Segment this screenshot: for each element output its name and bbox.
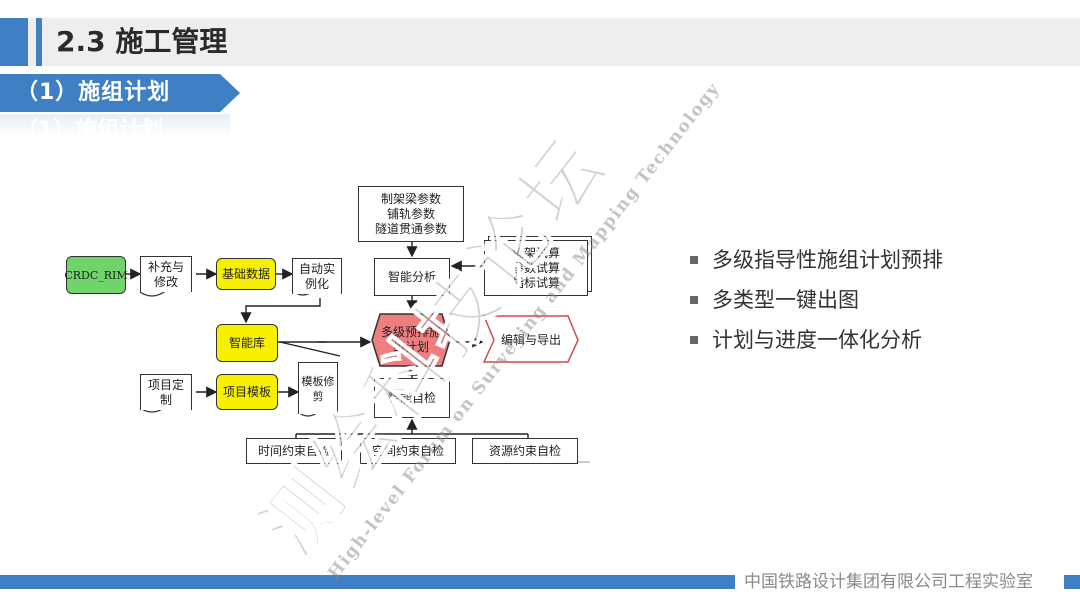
feature-item-text: 计划与进度一体化分析 [712,328,922,352]
smart-selfcheck-node: 智能自检 [374,378,450,418]
parameters-line1: 制架梁参数 [380,191,441,206]
supplement-modify-line1: 补充与 [147,259,184,274]
feature-item: 多级指导性施组计划预排 [690,244,943,284]
section-title-reflection-text: （1）施组计划 [16,118,164,137]
parameters-line3: 隧道贯通参数 [374,221,447,236]
trial-calc-node: 铺架试算 参数试算 指标试算 [484,240,588,296]
template-trim-line1: 模板修 [301,374,335,388]
parameters-node: 制架梁参数 铺轨参数 隧道贯通参数 [358,186,464,242]
base-data-node: 基础数据 [216,258,276,290]
section-title-reflection: （1）施组计划 [0,114,230,136]
trial-calc-line1: 铺架试算 [511,245,560,260]
footer-bar [0,575,735,589]
project-custom-line1: 项目定 [147,377,184,392]
title-accent-block [0,18,28,66]
section-title: （1）施组计划 [16,80,171,105]
footer-organization: 中国铁路设计集团有限公司工程实验室 [744,572,1033,592]
footer-bar-end [1064,575,1080,589]
feature-item: 多类型一键出图 [690,284,943,324]
section-tab [0,74,240,112]
space-constraint-check-node: 空间约束自检 [360,438,456,464]
multi-level-plan-line1: 多级预排施 [380,325,441,339]
supplement-modify-line2: 修改 [153,274,178,289]
edit-export-node: 编辑与导出 [500,332,561,347]
time-constraint-check-node: 时间约束自检 [246,438,342,464]
template-trim-line2: 剪 [312,389,324,403]
crdc-rim-node: CRDC_RIM [64,256,128,294]
page-title: 2.3 施工管理 [56,25,228,58]
resource-constraint-check-node: 资源约束自检 [472,438,578,464]
feature-item-text: 多级指导性施组计划预排 [712,248,943,272]
bullet-square-icon [690,296,698,304]
smart-library-node: 智能库 [216,324,278,362]
multi-level-plan-line2: 组计划 [392,340,429,354]
project-custom-node: 项目定 制 [140,374,192,410]
template-trim-node: 模板修 剪 [298,362,338,414]
supplement-modify-node: 补充与 修改 [140,256,192,292]
bullet-square-icon [690,336,698,344]
title-accent-stripe [36,18,42,66]
feature-item: 计划与进度一体化分析 [690,324,943,364]
auto-instantiate-node: 自动实 例化 [292,258,342,294]
auto-instantiate-line2: 例化 [304,276,329,291]
multi-level-plan-node: 多级预排施 组计划 [376,318,446,362]
smart-analysis-node: 智能分析 [374,258,450,296]
trial-calc-line2: 参数试算 [511,260,560,275]
title-bar [0,18,1080,66]
feature-item-text: 多类型一键出图 [712,288,859,312]
project-template-node: 项目模板 [216,374,278,410]
trial-calc-line3: 指标试算 [511,275,560,290]
auto-instantiate-line1: 自动实 [298,261,335,276]
project-custom-line2: 制 [159,392,172,407]
bullet-square-icon [690,256,698,264]
feature-list: 多级指导性施组计划预排 多类型一键出图 计划与进度一体化分析 [690,244,943,364]
parameters-line2: 铺轨参数 [386,206,435,221]
